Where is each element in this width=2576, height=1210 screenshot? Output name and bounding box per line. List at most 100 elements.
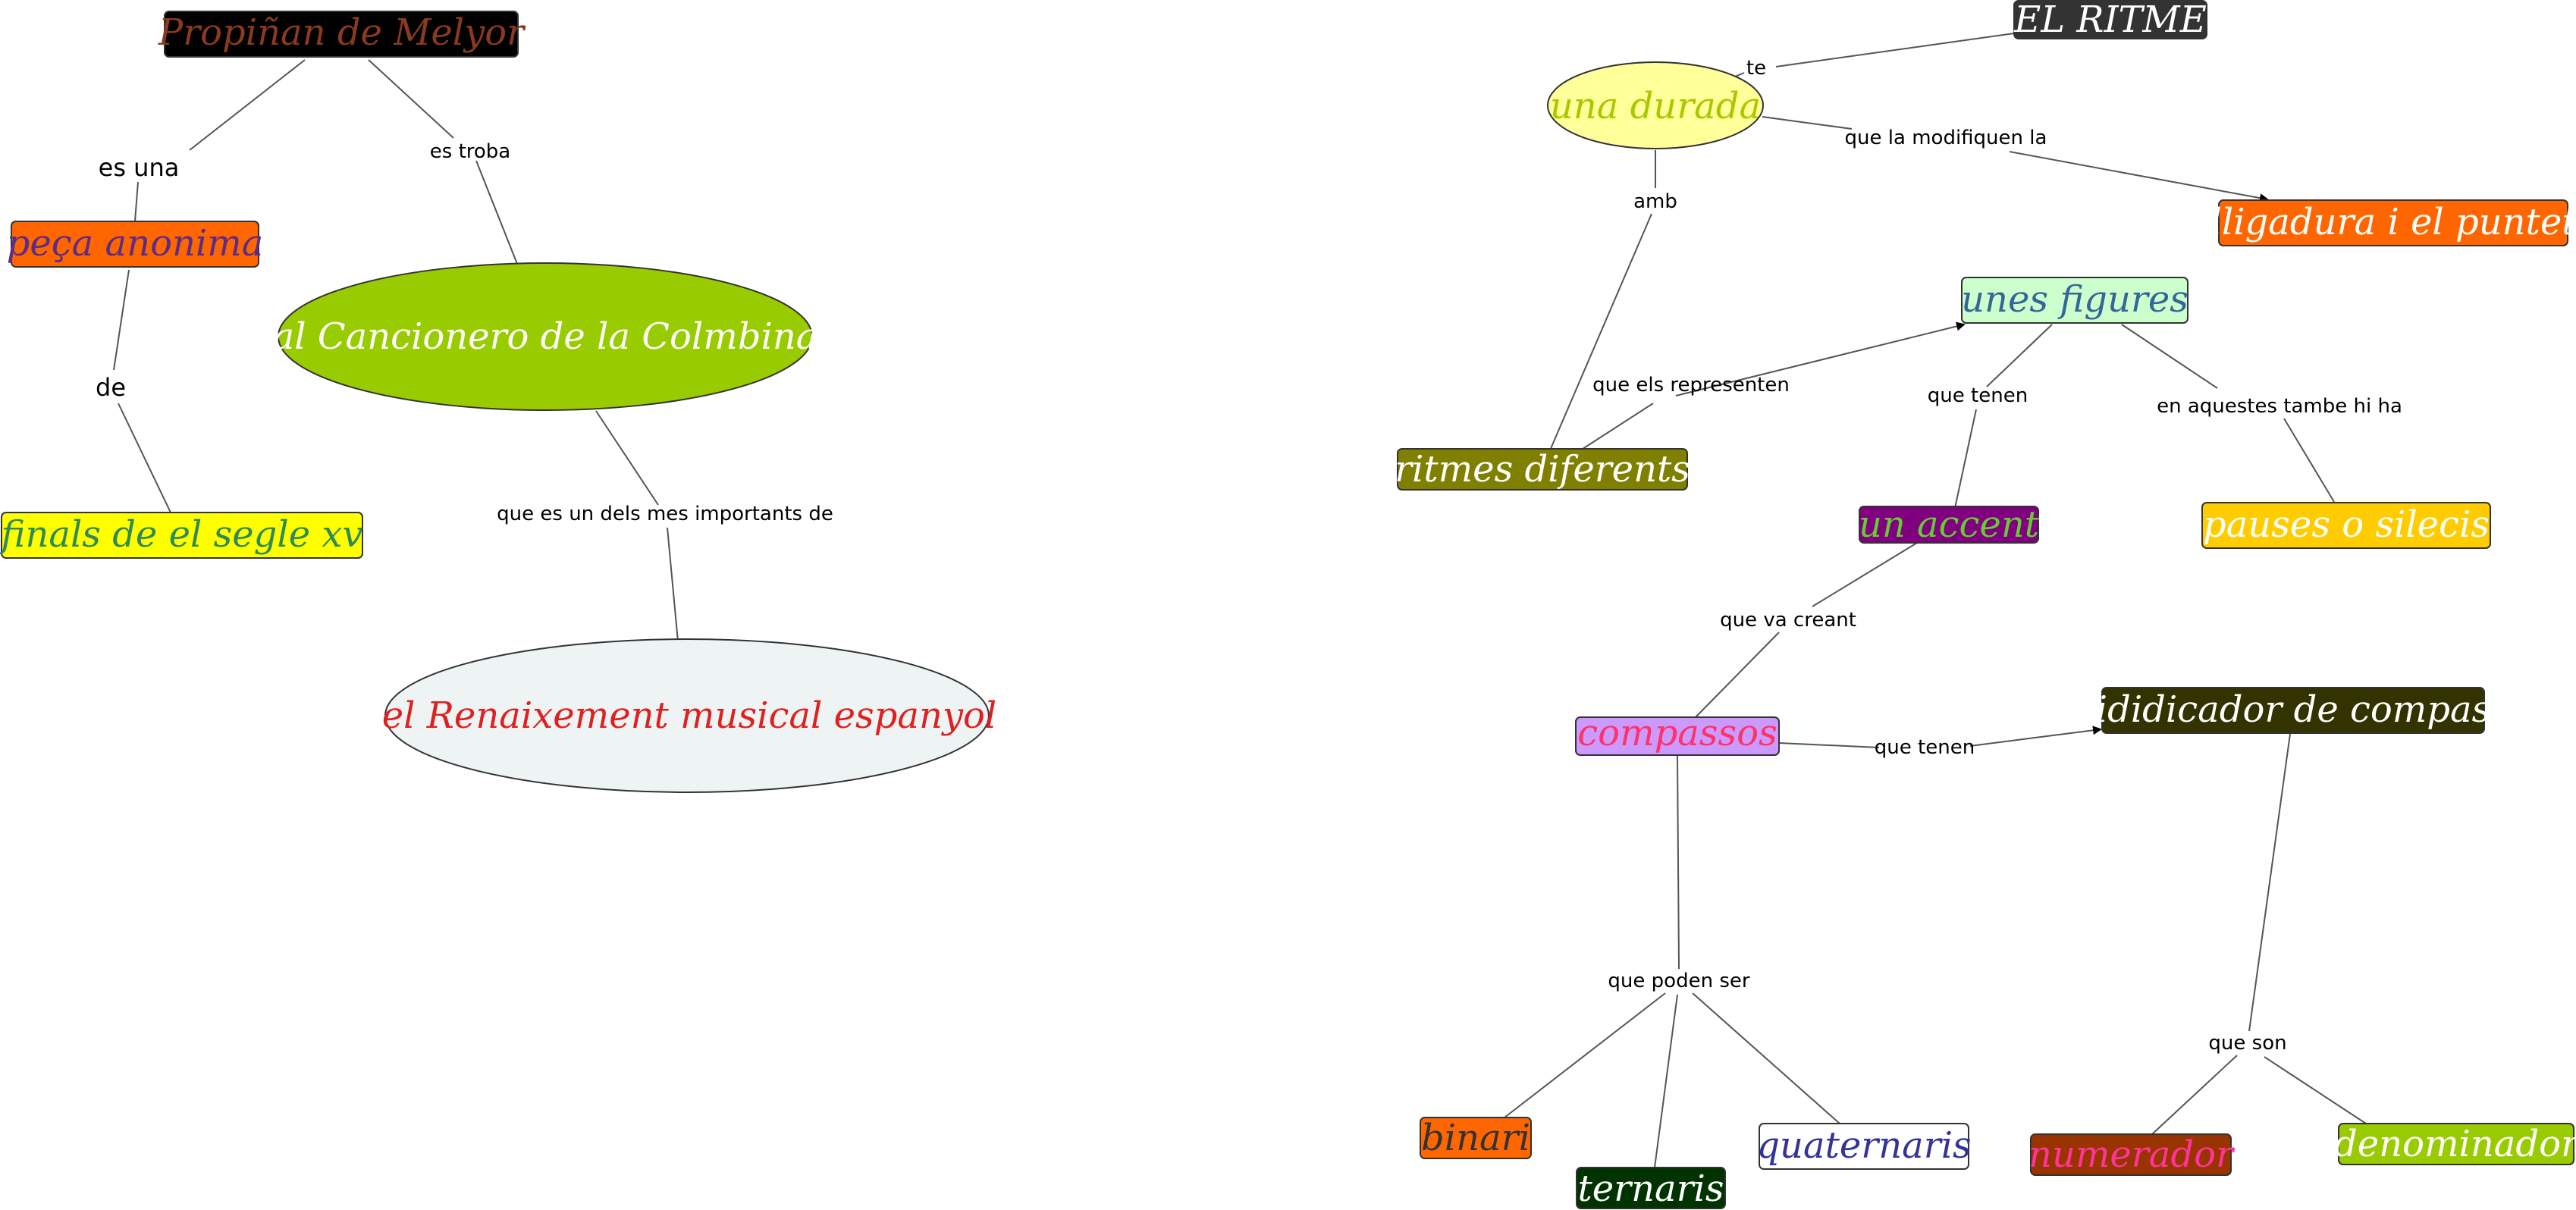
node-durada[interactable]: una durada [1547,61,1764,149]
node-denominador-label: denominador [2334,1123,2576,1165]
edge-queson-denominador [2264,1056,2367,1124]
link-que-son: que son [2208,1032,2286,1055]
edge-de-finals [118,403,171,513]
link-de: de [96,373,126,402]
edge-esuna-peca [134,181,139,222]
edge-ritmes-queelsrepr [1580,403,1654,451]
link-que-poden-ser: que poden ser [1608,970,1749,992]
node-ritme[interactable]: EL RITME [2013,0,2207,41]
node-compassos-shape [1575,716,1780,756]
node-quaternaris-label: quaternaris [1756,1124,1971,1167]
node-renaixement[interactable]: el Renaixement musical espanyol [382,638,997,793]
link-amb: amb [1633,190,1677,213]
edge-quepodenser-quaternaris [1692,992,1840,1124]
edges-left [113,59,679,642]
link-que-els-representen: que els representen [1592,374,1790,397]
node-ritmes-shape [1397,448,1688,491]
node-figures-label: unes figures [1961,278,2189,321]
edge-ididicador-queson [2248,733,2291,1032]
node-durada-shape [1547,61,1764,149]
node-accent-shape [1859,506,2039,544]
node-finals-shape [1,512,363,559]
node-ididicador[interactable]: ididicador de compas [2096,687,2491,734]
node-numerador-label: numerador [2028,1133,2236,1176]
node-cancionero[interactable]: al Cancionero de la Colmbina [273,262,818,411]
node-finals-label: finals de el segle xv [0,513,363,556]
edge-durada-quelamod [1762,116,1853,130]
edge-propinan-esuna [189,59,306,151]
node-numerador[interactable]: numerador [2028,1133,2236,1176]
edge-quepodenser-binari [1504,992,1666,1118]
edge-quepodenser-ternaris [1654,994,1678,1168]
node-ritmes[interactable]: ritmes diferents [1395,448,1690,491]
link-te: te [1746,57,1766,80]
edge-queelsrepr-figures [1675,321,1966,397]
node-renaixement-shape [384,638,990,793]
edge-compassos-quepodenser [1677,754,1680,970]
node-binari-label: binari [1421,1117,1530,1159]
node-cancionero-label: al Cancionero de la Colmbina [273,315,818,358]
node-peca-shape [11,221,259,268]
node-denominador[interactable]: denominador [2334,1123,2576,1165]
node-pauses[interactable]: pauses o silecis [2201,502,2491,549]
node-ternaris-label: ternaris [1577,1168,1724,1210]
node-compassos[interactable]: compassos [1575,712,1780,756]
node-binari[interactable]: binari [1420,1117,1532,1159]
link-que-es-un: que es un dels mes importants de [497,503,833,525]
edge-figures-quetenen1 [1986,324,2053,387]
edge-quetenen2-ididicador [1969,726,2102,747]
node-lligadura-shape [2218,199,2568,246]
node-denominador-shape [2338,1123,2574,1165]
node-accent[interactable]: un accent [1859,503,2040,546]
edge-figures-enaquestes [2121,324,2218,389]
edge-quetenen1-accent [1954,409,1977,509]
edge-estroba-cancionero [475,160,518,265]
link-que-tenen-1: que tenen [1928,384,2028,407]
node-ididicador-label: ididicador de compas [2096,688,2491,731]
node-compassos-label: compassos [1577,712,1777,754]
edge-enaquestes-pauses [2283,418,2335,503]
node-numerador-shape [2030,1133,2232,1176]
edge-propinan-estroba [368,59,454,139]
node-peca-label: peça anonima [7,222,264,265]
node-lligadura-label: lligadura i el puntet [2210,201,2576,243]
edge-compassos-quetenen2 [1778,742,1880,748]
node-finals[interactable]: finals de el segle xv [0,512,363,559]
node-cancionero-shape [278,262,813,411]
link-es-troba: es troba [430,140,510,163]
edge-peca-de [113,269,130,371]
node-accent-label: un accent [1859,503,2040,546]
node-propinan[interactable]: Propiñan de Melyor [158,11,526,58]
node-quaternaris[interactable]: quaternaris [1756,1123,1972,1170]
link-que-tenen-2: que tenen [1875,736,1975,759]
edge-accent-quevacreant [1812,542,1918,607]
node-ternaris[interactable]: ternaris [1576,1167,1726,1210]
node-durada-label: una durada [1550,85,1761,127]
edge-cancionero-queesun [595,410,659,506]
node-ididicador-shape [2101,687,2485,734]
node-ritme-shape [2013,0,2207,39]
node-renaixement-label: el Renaixement musical espanyol [382,694,997,737]
edge-ritme-te [1775,33,2015,67]
node-binari-shape [1420,1117,1532,1159]
node-figures-shape [1961,277,2189,324]
link-que-va-creant: que va creant [1720,609,1856,632]
edge-amb-ritmes [1549,213,1652,451]
link-labels: es una es troba de que es un dels mes im… [96,57,2402,1055]
node-propinan-label: Propiñan de Melyor [158,11,526,54]
link-que-la-modifiquen: que la modifiquen la [1845,127,2047,149]
edges-right [1504,33,2367,1168]
edge-quelamod-lligadura [2009,151,2269,203]
node-ternaris-shape [1576,1167,1726,1209]
node-lligadura[interactable]: lligadura i el puntet [2210,199,2576,246]
edge-queesun-renaixement [667,527,679,642]
node-ritmes-label: ritmes diferents [1395,448,1690,491]
node-quaternaris-shape [1759,1123,1969,1170]
edge-queson-numerador [2151,1055,2238,1135]
link-es-una: es una [99,153,180,182]
node-figures[interactable]: unes figures [1961,277,2189,324]
edge-quevacreant-compassos [1695,632,1780,718]
node-peca[interactable]: peça anonima [7,221,264,268]
node-ritme-label: EL RITME [2013,0,2206,41]
